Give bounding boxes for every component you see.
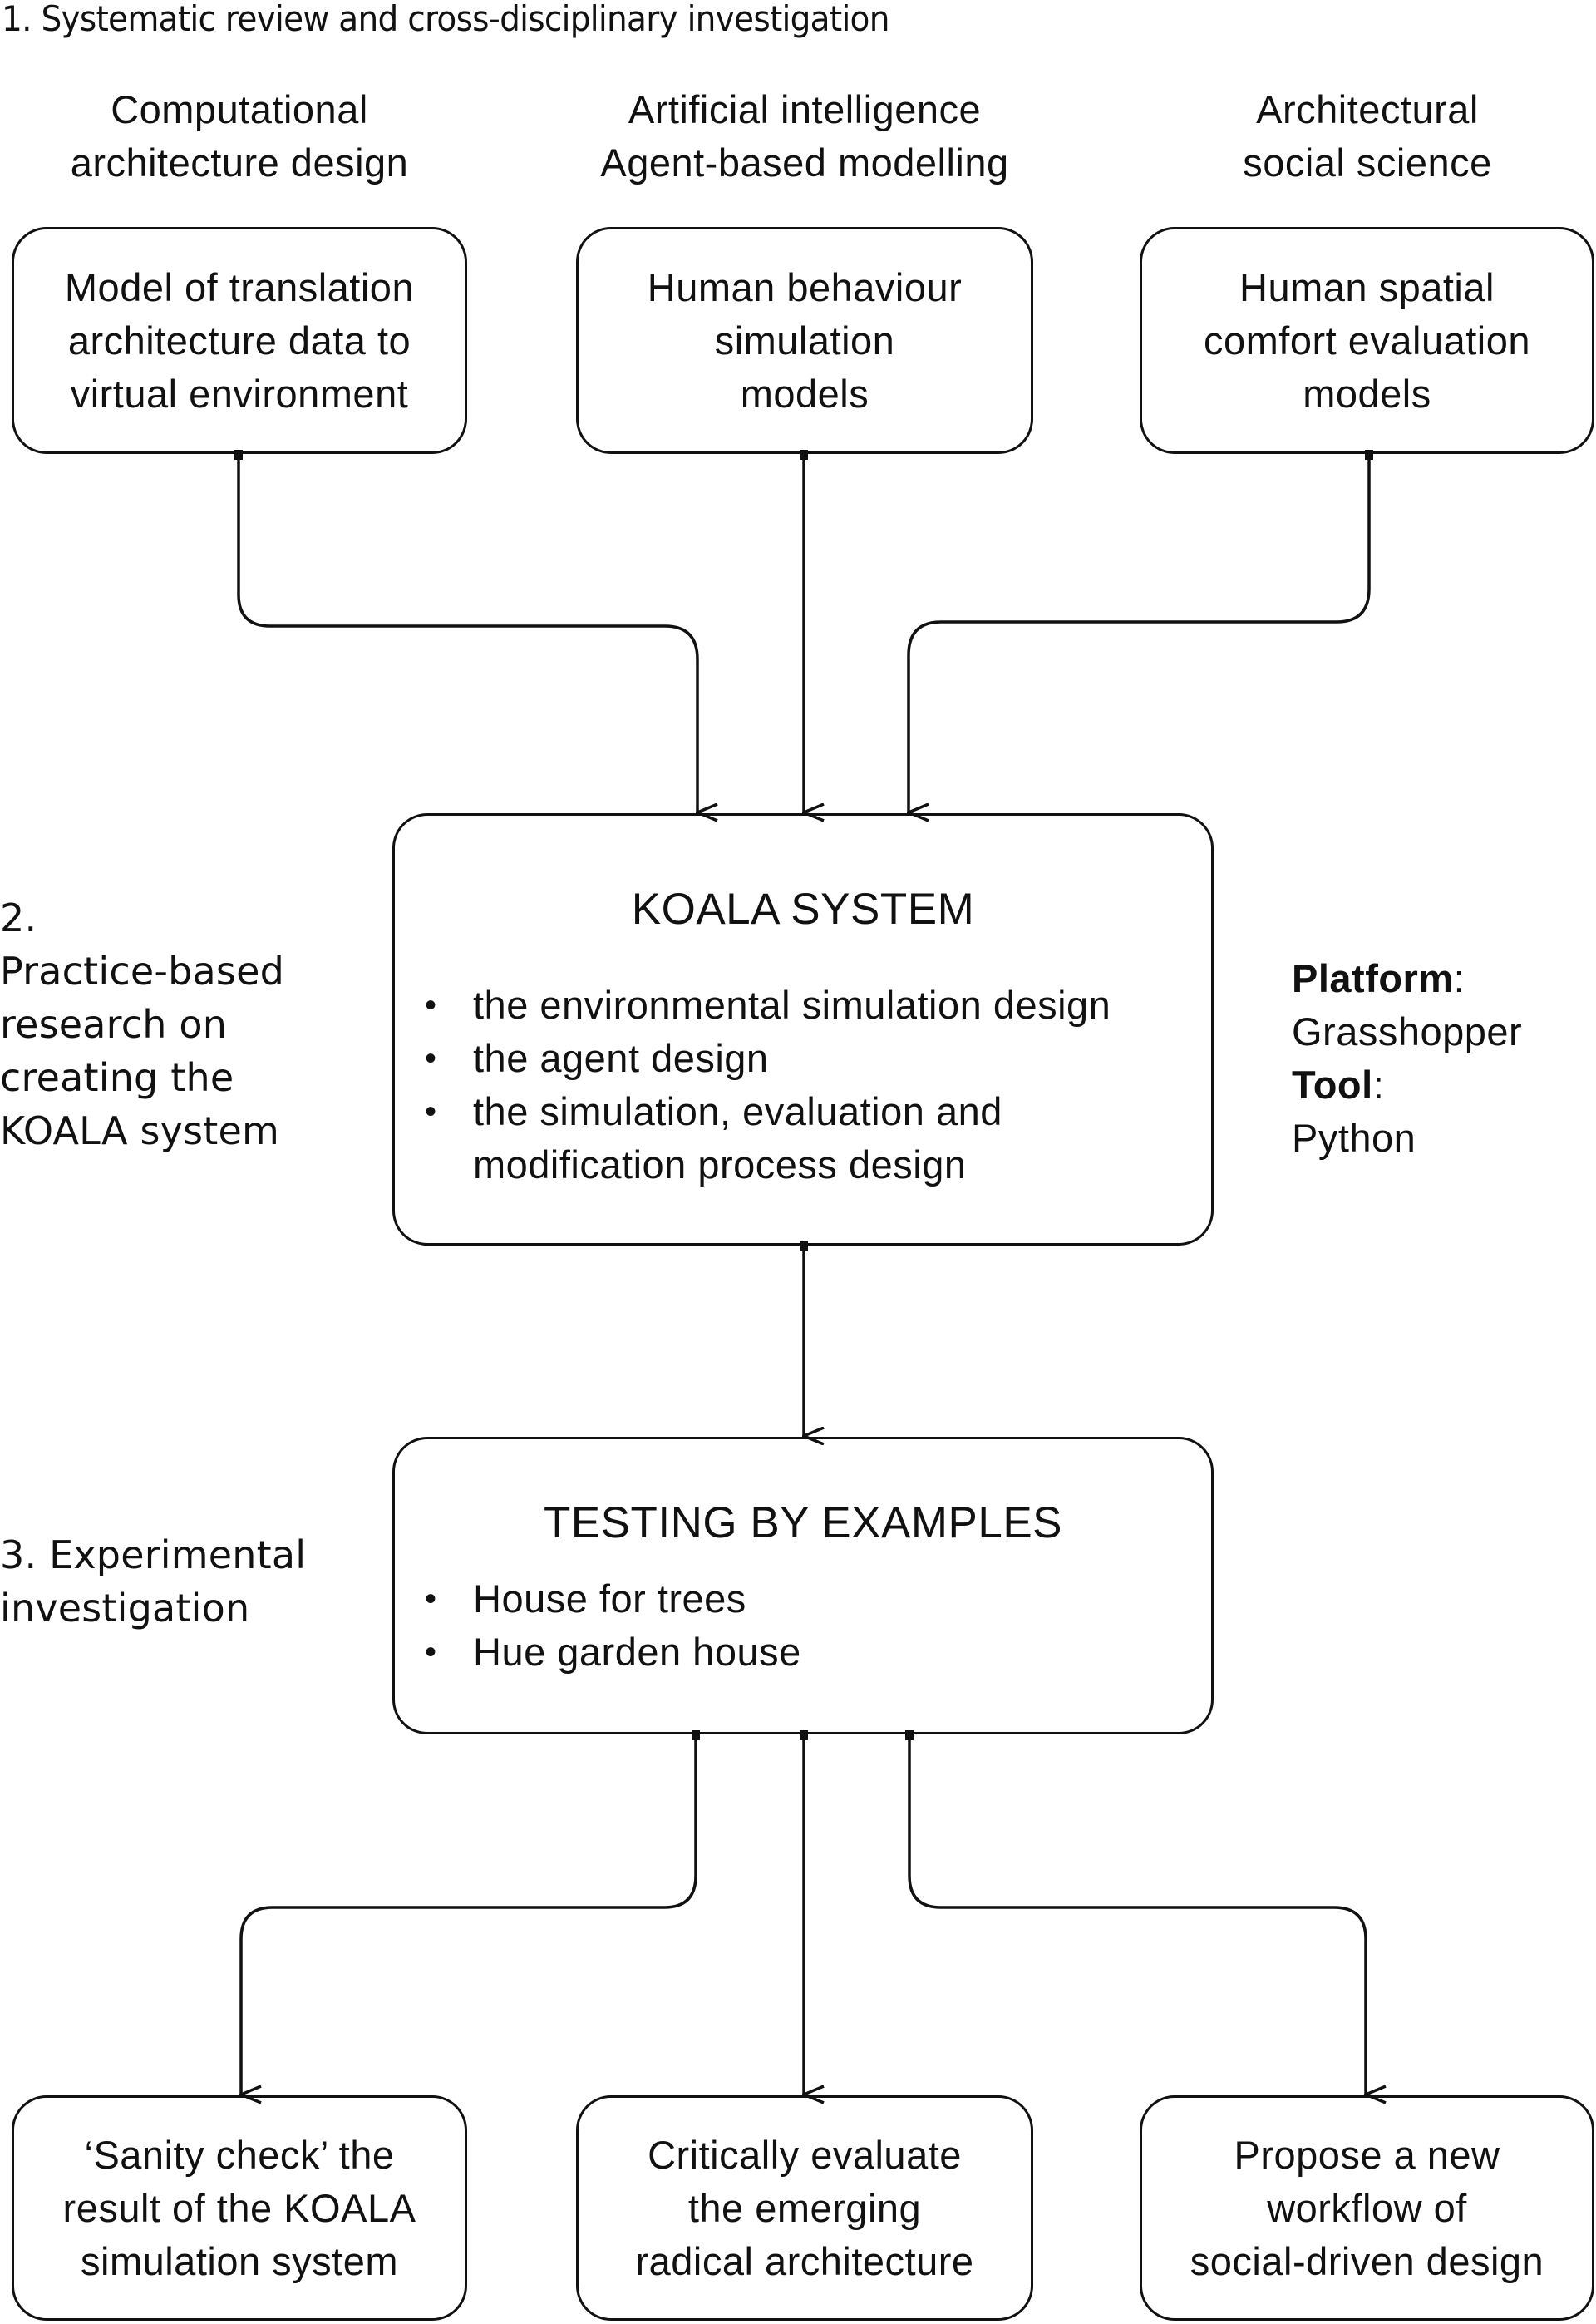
section-1-title: 1. Systematic review and cross-disciplin…: [2, 0, 889, 39]
label-line: Practice-based: [0, 949, 284, 994]
box-line: comfort evaluation: [1203, 318, 1531, 363]
box-line: result of the KOALA: [62, 2185, 416, 2230]
header-line: Computational: [111, 87, 368, 131]
box-line: models: [740, 371, 869, 416]
column-header-ai: Artificial intelligence Agent-based mode…: [572, 83, 1037, 190]
box-line: social-driven design: [1190, 2238, 1544, 2283]
tool-label-row: Tool:: [1292, 1058, 1522, 1112]
box-line: ‘Sanity check’ the: [84, 2132, 395, 2177]
label-line: investigation: [0, 1586, 250, 1631]
box-translation-model: Model of translation architecture data t…: [12, 227, 467, 454]
tool-key: Tool: [1292, 1063, 1373, 1107]
header-line: social science: [1243, 141, 1492, 185]
section-3-label: 3. Experimental investigation: [0, 1528, 306, 1635]
platform-key: Platform: [1292, 956, 1454, 1000]
platform-tool-panel: Platform: Grasshopper Tool: Python: [1292, 952, 1522, 1165]
platform-label-row: Platform:: [1292, 952, 1522, 1005]
koala-system-title: KOALA SYSTEM: [631, 885, 975, 934]
box-line: Human spatial: [1239, 264, 1495, 309]
box-line: the emerging: [687, 2185, 922, 2230]
column-header-social-science: Architectural social science: [1135, 83, 1596, 190]
header-line: Architectural: [1256, 87, 1479, 131]
bullet-item-continuation: modification process design: [473, 1142, 967, 1187]
header-line: Artificial intelligence: [628, 87, 982, 131]
box-line: workflow of: [1267, 2185, 1467, 2230]
bullet-item: the environmental simulation design: [425, 979, 1111, 1032]
testing-bullet-list: House for trees Hue garden house: [425, 1572, 801, 1679]
box-line: radical architecture: [635, 2238, 974, 2283]
box-new-workflow: Propose a new workflow of social-driven …: [1140, 2095, 1594, 2321]
testing-title: TESTING BY EXAMPLES: [543, 1498, 1063, 1547]
arrow-social-to-koala: [909, 454, 1371, 812]
bullet-item: House for trees: [425, 1572, 801, 1626]
arrow-testing-to-workflow: [908, 1734, 1366, 2095]
label-line: 3. Experimental: [0, 1532, 307, 1577]
box-line: Propose a new: [1234, 2132, 1500, 2177]
label-line: creating the: [0, 1055, 234, 1100]
box-critically-evaluate: Critically evaluate the emerging radical…: [576, 2095, 1033, 2321]
box-line: simulation system: [81, 2238, 398, 2283]
box-testing-by-examples: TESTING BY EXAMPLES House for trees Hue …: [392, 1437, 1214, 1734]
box-line: Model of translation: [64, 264, 415, 309]
box-human-behaviour: Human behaviour simulation models: [576, 227, 1033, 454]
separator: :: [1453, 956, 1465, 1000]
box-sanity-check: ‘Sanity check’ the result of the KOALA s…: [12, 2095, 467, 2321]
box-line: architecture data to: [67, 318, 411, 363]
column-header-computational: Computational architecture design: [7, 83, 472, 190]
label-line: research on: [0, 1002, 228, 1047]
separator: :: [1372, 1063, 1385, 1107]
label-line: 2.: [0, 896, 37, 940]
arrow-computational-to-koala: [237, 454, 697, 812]
box-spatial-comfort: Human spatial comfort evaluation models: [1140, 227, 1594, 454]
arrow-testing-to-sanity-check: [241, 1734, 697, 2095]
tool-value: Python: [1292, 1116, 1416, 1160]
header-line: Agent-based modelling: [600, 141, 1009, 185]
box-koala-system: KOALA SYSTEM the environmental simulatio…: [392, 813, 1214, 1246]
box-line: virtual environment: [70, 371, 409, 416]
bullet-item: Hue garden house: [425, 1626, 801, 1679]
bullet-item: the simulation, evaluation and: [425, 1085, 1111, 1138]
box-line: Human behaviour: [647, 264, 963, 309]
box-line: Critically evaluate: [648, 2132, 962, 2177]
box-line: models: [1303, 371, 1431, 416]
platform-value: Grasshopper: [1292, 1009, 1523, 1053]
label-line: KOALA system: [0, 1108, 279, 1153]
koala-bullet-list: the environmental simulation design the …: [425, 979, 1111, 1192]
header-line: architecture design: [70, 141, 409, 185]
box-line: simulation: [714, 318, 895, 363]
bullet-item: the agent design: [425, 1032, 1111, 1085]
section-2-label: 2. Practice-based research on creating t…: [0, 891, 284, 1157]
